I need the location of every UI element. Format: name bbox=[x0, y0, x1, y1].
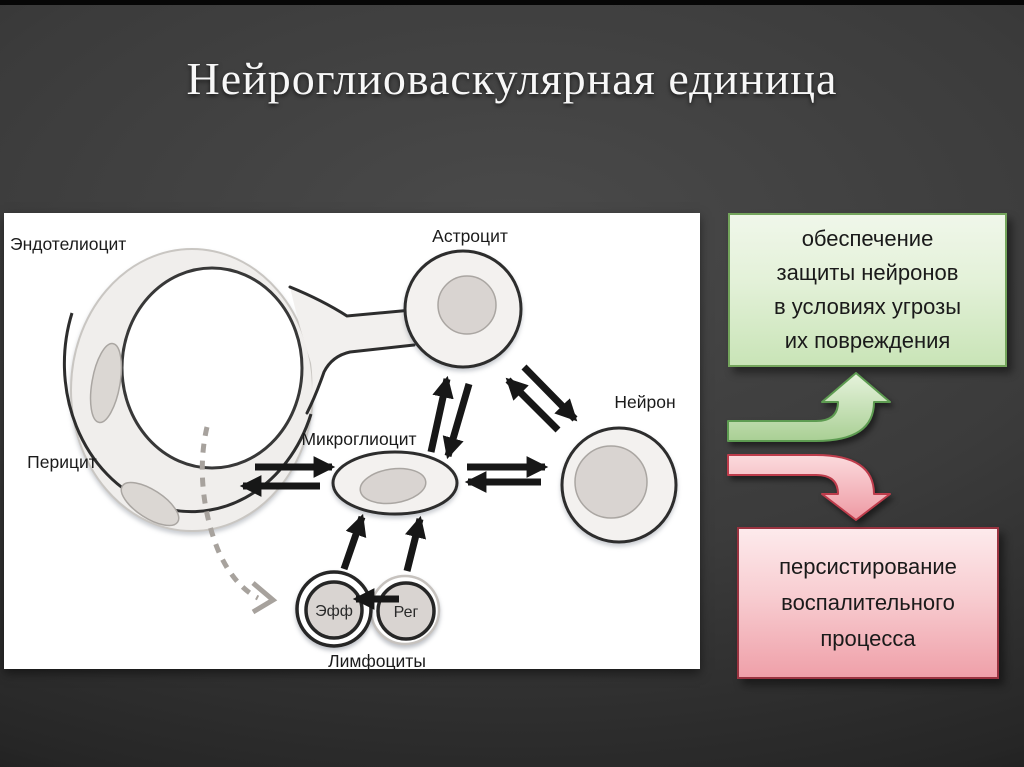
astrocyte-endfoot bbox=[290, 287, 414, 413]
arrow-microglia-to-astrocyte-icon bbox=[427, 375, 454, 453]
effector-lymphocyte bbox=[304, 580, 364, 640]
protection-line-1: обеспечение bbox=[801, 226, 934, 251]
label-pericyte: Перицит bbox=[27, 452, 97, 472]
protection-line-4: их повреждения bbox=[784, 328, 951, 353]
label-effector: Эфф bbox=[315, 603, 353, 620]
label-neuron: Нейрон bbox=[614, 392, 675, 412]
dashed-migration-arrow bbox=[199, 426, 260, 601]
protection-callout: обеспечение защиты нейронов в условиях у… bbox=[728, 213, 1007, 367]
inflammation-line-2: воспалительного bbox=[781, 590, 955, 615]
protection-line-2: защиты нейронов bbox=[776, 260, 959, 285]
neurovascular-diagram: Эндотелиоцит Астроцит Нейрон Микроглиоци… bbox=[10, 226, 678, 669]
outcome-arrows bbox=[727, 372, 891, 521]
label-microgliocyte: Микроглиоцит bbox=[301, 429, 416, 449]
pericyte-nucleus-left bbox=[89, 342, 123, 424]
arrow-astrocyte-to-microglia-icon bbox=[442, 383, 473, 460]
arrow-effector-to-microglia-icon bbox=[340, 513, 367, 571]
dashed-arrowhead-icon bbox=[251, 581, 278, 615]
label-endotheliocyte: Эндотелиоцит bbox=[10, 234, 126, 254]
microgliocyte-nucleus bbox=[359, 467, 427, 505]
label-astrocyte: Астроцит bbox=[432, 226, 508, 246]
inflammation-line-1: персистирование bbox=[779, 554, 957, 579]
arrow-neuron-to-astrocyte-icon bbox=[505, 377, 561, 433]
pink-down-arrow-icon bbox=[727, 454, 891, 521]
astrocyte-stalk-top-edge bbox=[288, 285, 414, 318]
top-strip bbox=[0, 0, 1024, 5]
protection-line-3: в условиях угрозы bbox=[773, 294, 962, 319]
label-regulatory: Рег bbox=[394, 604, 419, 621]
vessel-lumen bbox=[120, 266, 304, 470]
astrocyte-stalk-bottom-edge bbox=[305, 343, 416, 415]
label-lymphocytes: Лимфоциты bbox=[328, 651, 426, 669]
arrow-astrocyte-to-neuron-icon bbox=[521, 364, 578, 422]
arrow-regulatory-to-microglia-icon bbox=[403, 515, 427, 572]
slide-title: Нейроглиоваскулярная единица bbox=[186, 53, 838, 104]
green-up-arrow-icon bbox=[727, 372, 891, 442]
inflammation-callout: персистирование воспалительного процесса bbox=[737, 527, 999, 679]
astrocyte-nucleus bbox=[437, 275, 497, 335]
inflammation-line-3: процесса bbox=[820, 626, 916, 651]
pericyte-nucleus-bottom bbox=[120, 481, 180, 527]
neuron-nucleus bbox=[574, 445, 648, 519]
diagram-panel: Эндотелиоцит Астроцит Нейрон Микроглиоци… bbox=[4, 213, 700, 669]
